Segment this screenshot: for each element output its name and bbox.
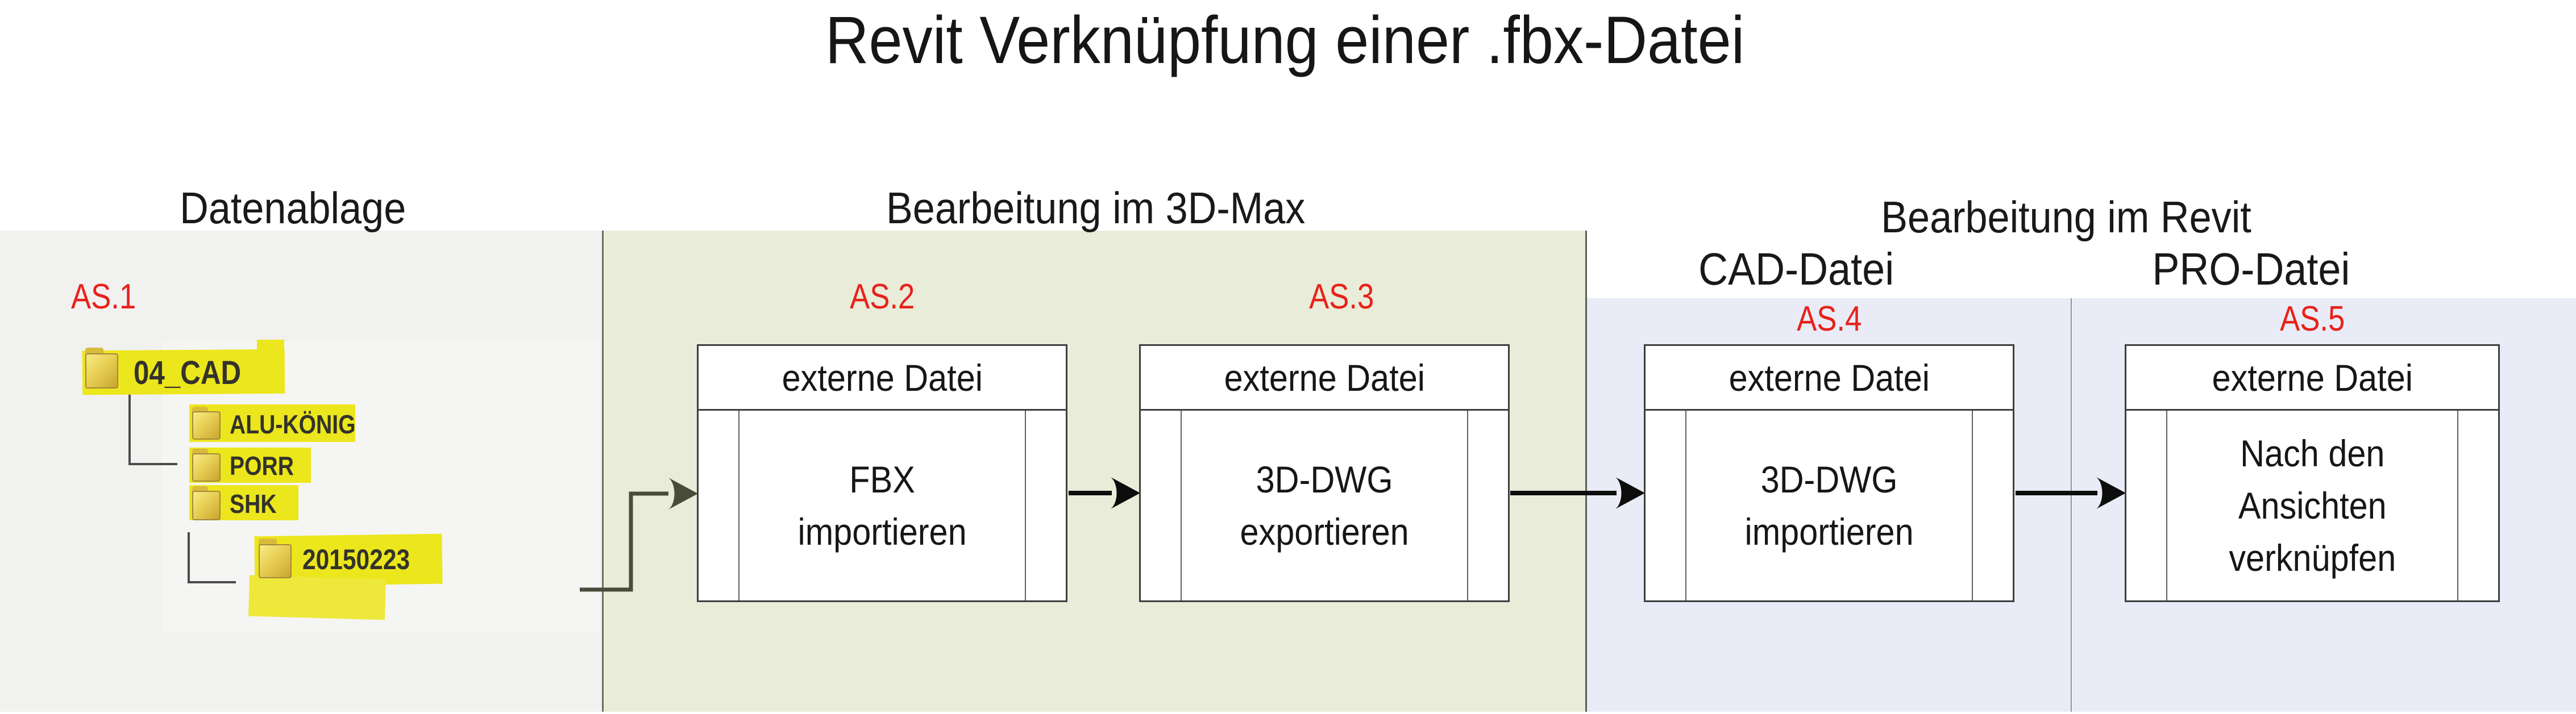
process-box-as2: externe Datei FBX importieren (697, 344, 1067, 602)
subheader-pro-datei: PRO-Datei (2151, 244, 2350, 294)
step-label-as5: AS.5 (2279, 299, 2345, 339)
folder-icon (192, 449, 221, 482)
subheader-cad-datei: CAD-Datei (1698, 244, 1894, 294)
header-revit: Bearbeitung im Revit (1881, 192, 2251, 242)
page-title: Revit Verknüpfung einer .fbx-Datei (546, 3, 2024, 78)
folder-label-child: PORR (230, 451, 294, 481)
process-box-body: 3D-DWG importieren (1744, 458, 1914, 553)
process-box-header: externe Datei (1141, 346, 1508, 411)
folder-label-leaf: 20150223 (302, 544, 410, 575)
process-box-side-line (2457, 411, 2458, 600)
folder-icon (85, 348, 118, 389)
process-box-as3: externe Datei 3D-DWG exportieren (1139, 344, 1510, 602)
highlight-mark (257, 340, 284, 362)
folder-label-child: SHK (230, 489, 277, 519)
page-title-text: Revit Verknüpfung einer .fbx-Datei (825, 3, 1745, 78)
process-box-header: externe Datei (699, 346, 1066, 411)
header-datenablage: Datenablage (179, 183, 406, 233)
process-box-as5: externe Datei Nach den Ansichten verknüp… (2125, 344, 2500, 602)
process-box-side-line (1181, 411, 1182, 600)
process-box-side-line (1025, 411, 1026, 600)
folder-label-root: 04_CAD (134, 354, 242, 391)
process-box-side-line (1972, 411, 1973, 600)
process-box-body: 3D-DWG exportieren (1240, 458, 1409, 553)
process-box-side-line (2166, 411, 2167, 600)
header-3dmax: Bearbeitung im 3D-Max (886, 183, 1306, 233)
step-label-as3: AS.3 (1308, 277, 1374, 316)
folder-icon (192, 486, 221, 520)
process-box-body: Nach den Ansichten verknüpfen (2229, 432, 2396, 579)
step-label-as2: AS.2 (849, 277, 915, 316)
zone-divider-green-blue (1585, 231, 1587, 712)
process-box-header: externe Datei (1646, 346, 2013, 411)
step-label-as4: AS.4 (1796, 299, 1862, 339)
process-box-as4: externe Datei 3D-DWG importieren (1644, 344, 2014, 602)
folder-icon (192, 407, 221, 440)
highlight-mark (248, 575, 386, 620)
process-box-body: FBX importieren (797, 458, 967, 553)
process-box-side-line (1685, 411, 1686, 600)
process-box-side-line (1467, 411, 1468, 600)
zone-divider-cad-pro (2071, 298, 2072, 712)
folder-icon (259, 538, 292, 578)
process-box-header: externe Datei (2126, 346, 2498, 411)
process-box-side-line (738, 411, 739, 600)
folder-label-child: ALU-KÖNIG (230, 410, 356, 439)
step-label-as1: AS.1 (71, 277, 136, 316)
zone-divider-gray-green (602, 231, 604, 712)
